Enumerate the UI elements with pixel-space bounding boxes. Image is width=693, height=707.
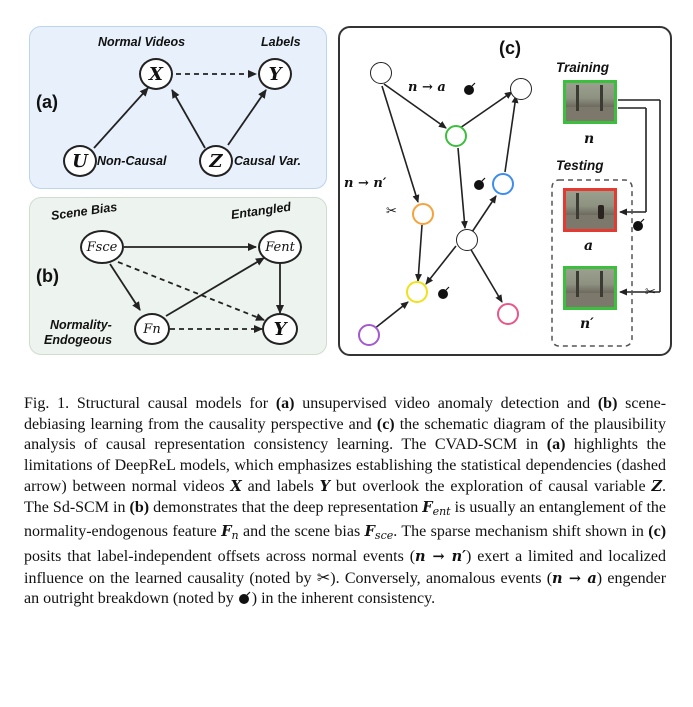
- testing-thumbnail-nprime: [563, 266, 617, 310]
- caption-text: the schematic diagram of the plausibilit…: [24, 415, 666, 454]
- caption-text: . The Sd-SCM in: [24, 477, 667, 516]
- caption-math-f-sce: F: [364, 523, 375, 541]
- scissors-icon: ✂: [645, 285, 656, 300]
- node-y-b: Y: [262, 313, 298, 345]
- caption-text: ). Conversely, anomalous events (: [330, 569, 553, 587]
- node-fn-text: Fn: [143, 321, 161, 337]
- caption-ref-b: (b): [129, 498, 150, 516]
- causal-var-label: Causal Var.: [234, 154, 301, 168]
- c-node-top-left: [370, 62, 392, 84]
- c-node-orange: [412, 203, 434, 225]
- caption-ref-a: (a): [546, 436, 566, 454]
- caption-math-sub: sce: [374, 529, 394, 543]
- caption-text: demonstrates that the deep representatio…: [149, 498, 423, 516]
- training-thumbnail-n: [563, 80, 617, 124]
- bomb-icon: [238, 591, 251, 605]
- caption-fig: Fig. 1.: [24, 395, 70, 412]
- caption-text: scene-debiasing learning from the causal…: [24, 395, 667, 433]
- c-node-blue: [492, 173, 514, 195]
- caption-math-n-nprime: n → n′: [415, 547, 466, 565]
- caption-math-y: Y: [319, 477, 331, 495]
- caption-math-sub: ent: [432, 504, 451, 518]
- node-z: Z: [199, 145, 233, 177]
- caption-math-n-a: n → a: [552, 569, 597, 587]
- caption-text: ) in the inherent consistency.: [251, 590, 436, 608]
- normal-videos-label: Normal Videos: [98, 35, 186, 49]
- node-fsce-text: Fsce: [86, 239, 118, 255]
- c-node-purple: [358, 324, 380, 346]
- caption-text: is usually an entanglement of the normal…: [24, 498, 667, 541]
- caption-math-z: Z: [651, 477, 663, 495]
- node-fent: Fent: [258, 230, 302, 264]
- thumb-a-label: a: [584, 238, 594, 254]
- normality-label: Normality-: [50, 318, 112, 332]
- caption-math-f-n: F: [221, 523, 232, 541]
- bomb-icon: [464, 82, 476, 95]
- caption-text: posits that label-independent offsets ac…: [24, 547, 416, 565]
- caption-ref-b: (b): [597, 395, 618, 412]
- caption-text: ) engender an outright breakdown (noted …: [24, 569, 667, 608]
- caption-text: highlights the limitations of DeepReL mo…: [24, 436, 666, 495]
- non-causal-label: Non-Causal: [97, 154, 167, 168]
- testing-label: Testing: [556, 158, 604, 173]
- c-node-pink: [497, 303, 519, 325]
- caption-text: Structural causal models for: [69, 395, 276, 412]
- caption-ref-a: (a): [275, 395, 295, 412]
- node-y: Y: [258, 58, 292, 90]
- node-x: X: [139, 58, 173, 90]
- caption-text: and labels: [241, 477, 320, 495]
- training-label: Training: [556, 60, 610, 75]
- node-fsce: Fsce: [80, 230, 124, 264]
- testing-thumbnail-a: [563, 188, 617, 232]
- c-node-top-right: [510, 78, 532, 100]
- caption-text: ) exert a limited and localized influenc…: [24, 547, 667, 587]
- node-u: U: [63, 145, 97, 177]
- panel-c-tag: (c): [499, 38, 521, 58]
- caption-text: . The sparse mechanism shift shown in: [393, 523, 649, 541]
- endogeous-label: Endogeous: [44, 333, 113, 347]
- figure-caption: Fig. 1. Structural causal models for (a)…: [24, 394, 666, 610]
- caption-ref-c: (c): [648, 523, 667, 541]
- panel-a-tag: (a): [36, 92, 58, 112]
- thumb-nprime-label: n′: [580, 316, 594, 332]
- caption-math-f-ent: F: [422, 498, 433, 516]
- c-node-yellow: [406, 281, 428, 303]
- bomb-icon: [438, 286, 450, 299]
- n-to-nprime-label: n → n′: [344, 176, 387, 191]
- panel-b-tag: (b): [36, 266, 59, 286]
- thumb-n-label: n: [584, 131, 595, 147]
- c-node-mid: [456, 229, 478, 251]
- caption-math-x: X: [230, 477, 242, 495]
- bomb-icon: [633, 218, 645, 231]
- node-fent-text: Fent: [265, 239, 295, 255]
- scissors-icon: ✂: [316, 567, 331, 587]
- caption-text: unsupervised video anomaly detection and: [294, 395, 598, 412]
- caption-math-sub: n: [231, 529, 239, 543]
- n-to-a-label: n → a: [408, 80, 446, 95]
- c-node-green: [445, 125, 467, 147]
- labels-label: Labels: [261, 35, 301, 49]
- caption-text: but overlook the exploration of causal v…: [330, 477, 652, 495]
- bomb-icon: [474, 177, 486, 190]
- scissors-icon: ✂: [386, 204, 397, 219]
- caption-text: and the scene bias: [238, 523, 365, 541]
- node-fn: Fn: [134, 313, 170, 345]
- caption-ref-c: (c): [376, 415, 395, 433]
